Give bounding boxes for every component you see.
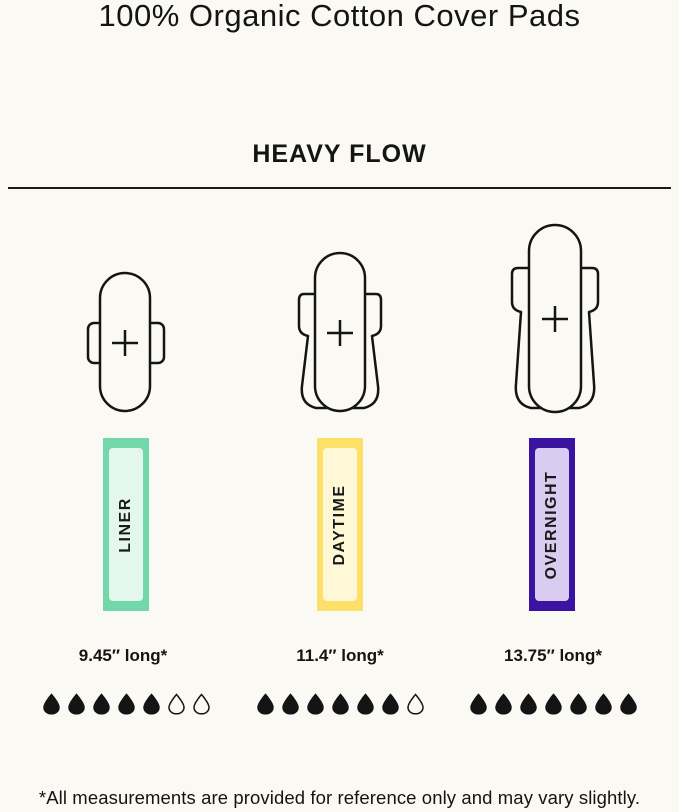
- liner-absorbency-rating: [42, 693, 211, 717]
- filled-drop-icon: [495, 693, 512, 715]
- filled-drop-icon: [357, 693, 374, 715]
- overnight-length: 13.75″ long*: [504, 646, 602, 665]
- filled-drop-icon: [257, 693, 274, 715]
- filled-drop-icon: [382, 693, 399, 715]
- filled-drop-icon: [282, 693, 299, 715]
- section-heading: HEAVY FLOW: [252, 140, 427, 168]
- filled-drop-icon: [93, 693, 110, 715]
- daytime-label: DAYTIME: [331, 483, 348, 566]
- filled-drop-icon: [570, 693, 587, 715]
- daytime-length: 11.4″ long*: [296, 646, 384, 665]
- liner-length: 9.45″ long*: [78, 646, 168, 665]
- page-title: 100% Organic Cotton Cover Pads: [98, 0, 581, 33]
- filled-drop-icon: [470, 693, 487, 715]
- overnight-box: OVERNIGHT: [529, 438, 575, 611]
- daytime-box: DAYTIME: [317, 438, 363, 611]
- liner-pad-icon: [86, 271, 166, 413]
- empty-drop-icon: [193, 693, 210, 715]
- filled-drop-icon: [68, 693, 85, 715]
- divider: [8, 187, 671, 189]
- filled-drop-icon: [620, 693, 637, 715]
- filled-drop-icon: [43, 693, 60, 715]
- overnight-absorbency-rating: [469, 693, 638, 717]
- empty-drop-icon: [407, 693, 424, 715]
- overnight-label: OVERNIGHT: [543, 470, 560, 579]
- empty-drop-icon: [168, 693, 185, 715]
- daytime-pad-icon: [297, 251, 383, 413]
- filled-drop-icon: [545, 693, 562, 715]
- liner-box: LINER: [103, 438, 149, 611]
- filled-drop-icon: [118, 693, 135, 715]
- liner-label: LINER: [117, 496, 134, 553]
- filled-drop-icon: [332, 693, 349, 715]
- footnote: *All measurements are provided for refer…: [38, 787, 641, 808]
- filled-drop-icon: [307, 693, 324, 715]
- filled-drop-icon: [595, 693, 612, 715]
- filled-drop-icon: [143, 693, 160, 715]
- filled-drop-icon: [520, 693, 537, 715]
- daytime-absorbency-rating: [256, 693, 425, 717]
- overnight-pad-icon: [510, 223, 600, 414]
